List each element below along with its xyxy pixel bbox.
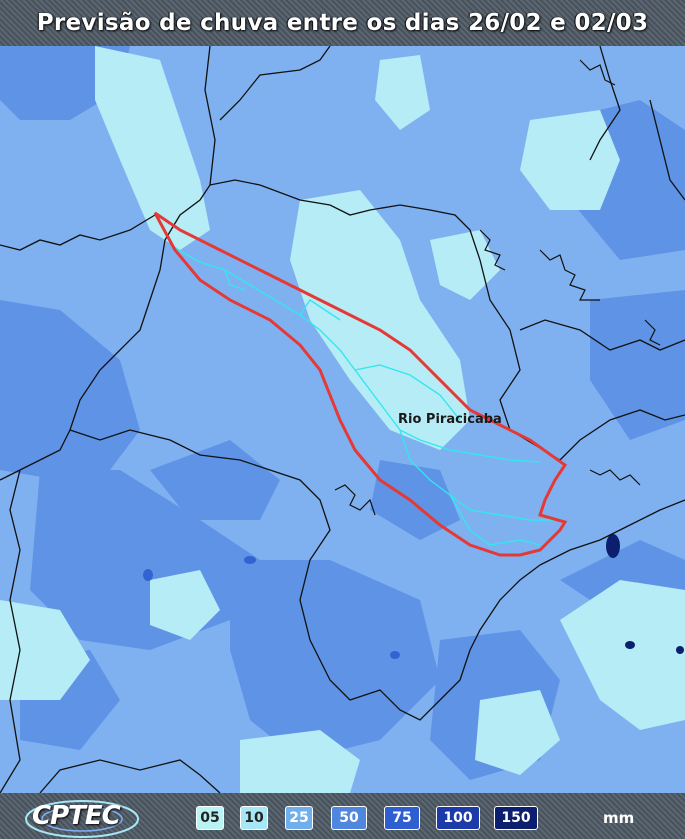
legend-swatch-50: 50 bbox=[331, 806, 367, 830]
legend-swatch-05: 05 bbox=[196, 806, 224, 830]
precip-150-spots bbox=[606, 534, 684, 654]
river-label: Rio Piracicaba bbox=[398, 412, 502, 427]
river-network bbox=[174, 247, 560, 546]
cptec-logo-text: CPTEC bbox=[32, 801, 121, 831]
legend-swatch-25: 25 bbox=[285, 806, 313, 830]
cptec-logo bbox=[25, 800, 139, 838]
legend-swatch-75: 75 bbox=[384, 806, 420, 830]
precip-75-spots bbox=[143, 556, 400, 659]
title-bar: Previsão de chuva entre os dias 26/02 e … bbox=[0, 0, 685, 46]
map-title: Previsão de chuva entre os dias 26/02 e … bbox=[36, 10, 649, 36]
legend-swatch-10: 10 bbox=[240, 806, 268, 830]
coastline-detail bbox=[334, 59, 661, 516]
legend-swatch-150: 150 bbox=[494, 806, 538, 830]
state-borders bbox=[0, 45, 685, 794]
legend-bar: CPTEC 05 10 25 50 75 100 150 mm bbox=[0, 793, 685, 839]
piracicaba-watershed-outline bbox=[153, 211, 568, 557]
legend-unit: mm bbox=[603, 809, 635, 827]
precip-05-10-patches bbox=[0, 46, 685, 793]
legend-swatch-100: 100 bbox=[436, 806, 480, 830]
